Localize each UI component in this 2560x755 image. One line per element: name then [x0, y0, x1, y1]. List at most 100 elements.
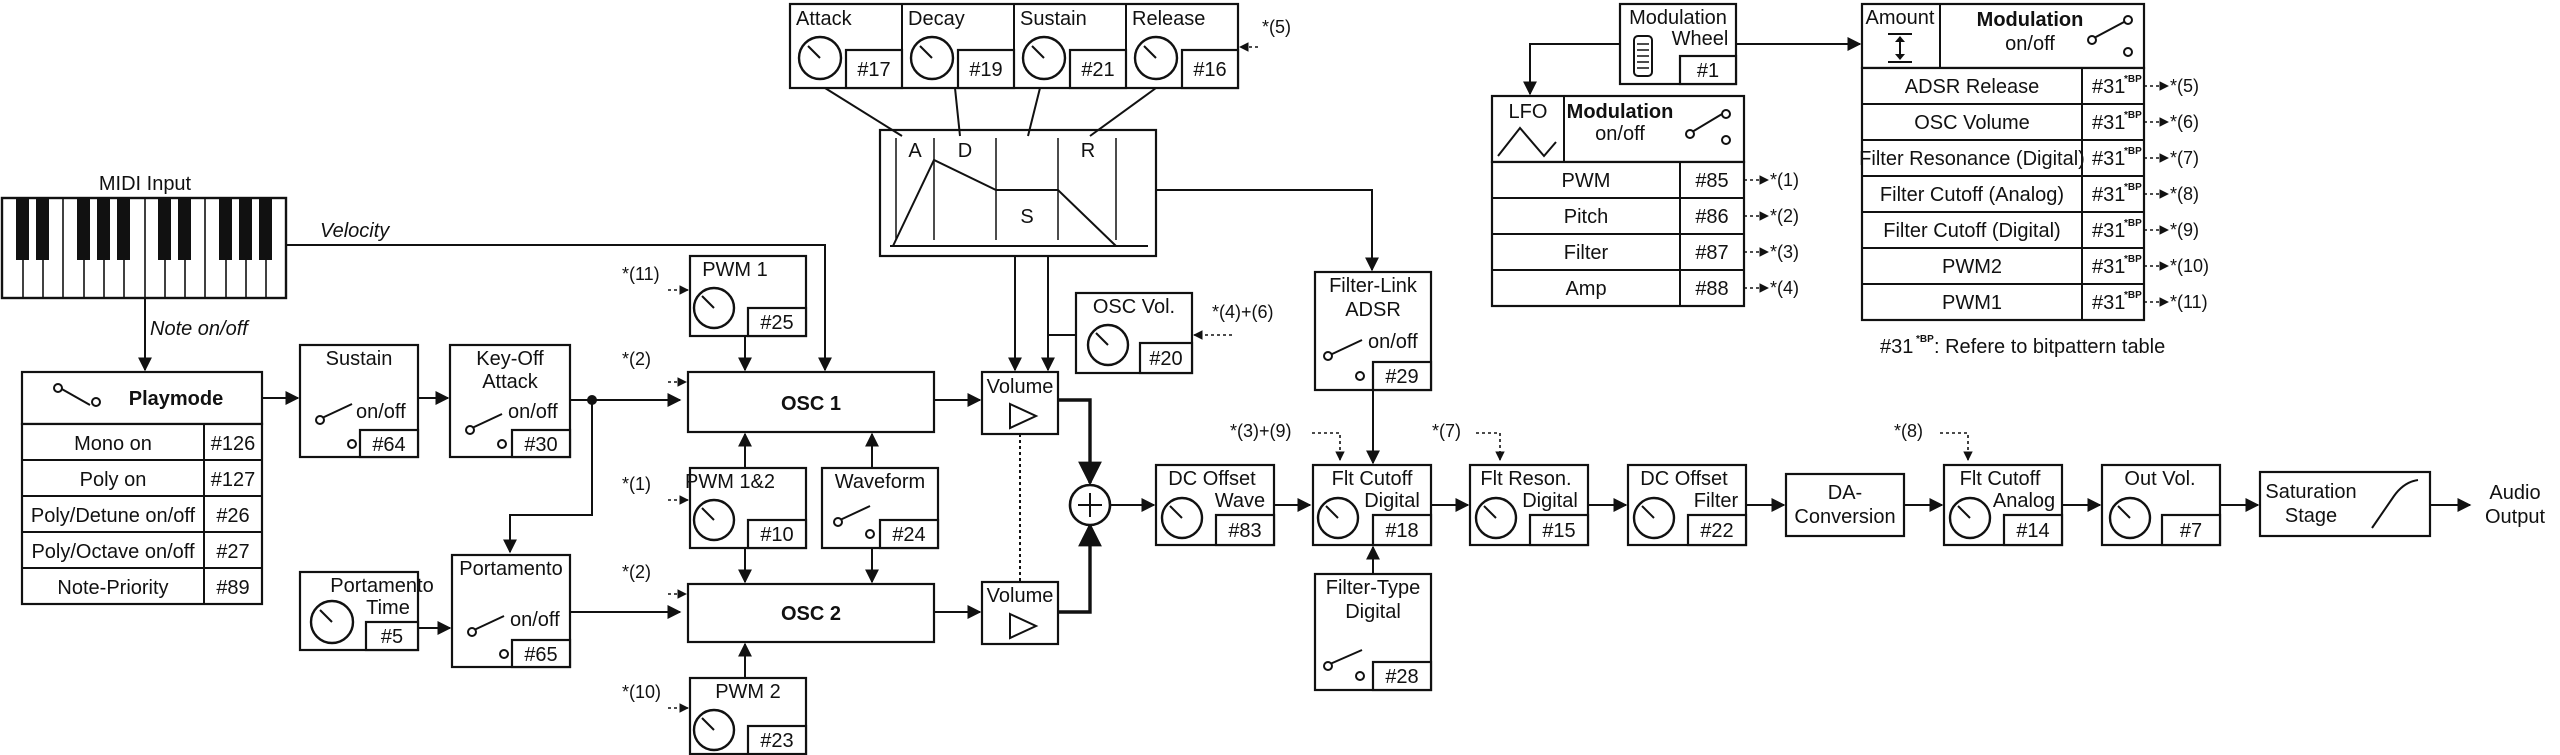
wheel-mod-row[interactable]: Filter Cutoff (Analog) #31 *BP — [1880, 182, 2142, 206]
adsr-graph: A D S R — [824, 87, 1158, 258]
volume-vca-2: Volume — [980, 580, 1060, 646]
svg-text:Digital: Digital — [1345, 601, 1401, 623]
svg-text:DA-: DA- — [1828, 482, 1862, 504]
adsr-r: R — [1081, 140, 1095, 162]
playmode-panel: Playmode Mono on #126 Poly on #127 Poly/… — [20, 370, 264, 606]
adsr-a: A — [908, 140, 922, 162]
playmode-row[interactable]: Poly/Octave on/off #27 — [31, 541, 249, 563]
svg-text:*(10): *(10) — [622, 682, 661, 702]
svg-text:*(4): *(4) — [1770, 278, 1799, 298]
svg-text:Wheel: Wheel — [1672, 28, 1729, 50]
svg-text:#24: #24 — [892, 524, 925, 546]
svg-text:Volume: Volume — [987, 376, 1054, 398]
wheel-mod-row[interactable]: PWM1 #31 *BP — [1942, 290, 2142, 314]
svg-text:Wave: Wave — [1215, 490, 1265, 512]
adsr-s: S — [1020, 206, 1033, 228]
svg-text:#25: #25 — [760, 312, 793, 334]
flt-reson-digital-knob[interactable]: Flt Reson. Digital #15 — [1468, 463, 1590, 547]
svg-text:*(9): *(9) — [2170, 220, 2199, 240]
attack-label: Attack — [796, 8, 853, 30]
playmode-row[interactable]: Mono on #126 — [74, 433, 255, 455]
svg-text:Analog: Analog — [1993, 490, 2055, 512]
playmode-row[interactable]: Poly/Detune on/off #26 — [31, 505, 250, 527]
lfo-row[interactable]: Amp #88 — [1565, 278, 1728, 300]
out-vol-knob[interactable]: Out Vol. #7 — [2100, 463, 2222, 547]
playmode-row[interactable]: Poly on #127 — [80, 469, 256, 491]
svg-text:#15: #15 — [1542, 520, 1575, 542]
wheel-mod-row[interactable]: ADSR Release #31 *BP — [1905, 74, 2142, 98]
keyoff-cc: #30 — [524, 434, 557, 456]
svg-text:*BP: *BP — [1916, 334, 1934, 345]
lfo-row[interactable]: Filter #87 — [1564, 242, 1729, 264]
lfo-row[interactable]: PWM #85 — [1562, 170, 1729, 192]
dc-offset-filter-knob[interactable]: DC Offset Filter #22 — [1626, 463, 1748, 547]
modulation-wheel[interactable]: Modulation Wheel #1 — [1618, 2, 1738, 86]
svg-text:*BP: *BP — [2124, 218, 2142, 229]
wheel-mod-row[interactable]: PWM2 #31 *BP — [1942, 254, 2142, 278]
svg-text:*(1): *(1) — [622, 474, 651, 494]
svg-text:Poly/Detune on/off: Poly/Detune on/off — [31, 505, 196, 527]
sustain-switch[interactable]: Sustain on/off #64 — [298, 343, 420, 459]
lfo-refs: *(1) *(2) *(3) *(4) — [1744, 170, 1799, 298]
pwm1-knob[interactable]: PWM 1 #25 — [688, 254, 808, 338]
audio-output-label: Audio Output — [2485, 482, 2545, 528]
svg-text:#31: #31 — [1880, 336, 1913, 358]
triangle-wave-icon — [1497, 126, 1557, 158]
wheel-mod-row[interactable]: OSC Volume #31 *BP — [1914, 110, 2142, 134]
portamento-switch[interactable]: Portamento on/off #65 — [450, 553, 572, 669]
bitpattern-note: #31 *BP : Refere to bitpattern table — [1880, 334, 2165, 358]
volume-vca-1: Volume — [980, 370, 1060, 436]
svg-text:on/off: on/off — [2005, 33, 2055, 55]
svg-text:Portamento: Portamento — [330, 575, 433, 597]
playmode-row[interactable]: Note-Priority #89 — [57, 577, 249, 599]
svg-text:on/off: on/off — [356, 401, 406, 423]
svg-text:#127: #127 — [211, 469, 256, 491]
svg-text:PWM1: PWM1 — [1942, 292, 2002, 314]
svg-text:#86: #86 — [1695, 206, 1728, 228]
flt-cutoff-digital-knob[interactable]: Flt Cutoff Digital #18 — [1311, 463, 1433, 547]
svg-text:*BP: *BP — [2124, 290, 2142, 301]
sustain-env-cc: #21 — [1081, 59, 1114, 81]
svg-text:Poly on: Poly on — [80, 469, 147, 491]
svg-text:Time: Time — [366, 597, 410, 619]
wheel-mod-row[interactable]: Filter Cutoff (Digital) #31 *BP — [1883, 218, 2142, 242]
filter-type-digital-switch[interactable]: Filter-Type Digital #28 — [1313, 572, 1433, 692]
lfo-label: LFO — [1509, 101, 1548, 123]
lfo-row[interactable]: Pitch #86 — [1564, 206, 1729, 228]
adsr-d: D — [958, 140, 972, 162]
decay-cc: #19 — [969, 59, 1002, 81]
wheel-mod-row[interactable]: Filter Resonance (Digital) #31 *BP — [1859, 146, 2142, 170]
osc2-label: OSC 2 — [781, 603, 841, 625]
svg-text:#28: #28 — [1385, 666, 1418, 688]
svg-text:Volume: Volume — [987, 585, 1054, 607]
pwm2-knob[interactable]: PWM 2 #23 — [688, 676, 808, 755]
dc-offset-wave-knob[interactable]: DC Offset Wave #83 — [1154, 463, 1276, 547]
svg-text:*(1): *(1) — [1770, 170, 1799, 190]
sustain-switch-label: Sustain — [326, 348, 393, 370]
sustain-knob[interactable]: Sustain #21 — [1020, 8, 1128, 90]
release-label: Release — [1132, 8, 1205, 30]
svg-text:#31: #31 — [2092, 184, 2125, 206]
svg-text:*BP: *BP — [2124, 254, 2142, 265]
svg-text:Out Vol.: Out Vol. — [2124, 468, 2195, 490]
decay-knob[interactable]: Decay #19 — [908, 8, 1016, 90]
amount-range-icon — [1888, 33, 1912, 63]
osc-vol-knob[interactable]: OSC Vol. #20 — [1074, 291, 1194, 375]
svg-text:*(2): *(2) — [622, 349, 651, 369]
flt-cutoff-analog-knob[interactable]: Flt Cutoff Analog #14 — [1942, 463, 2064, 547]
svg-text:Output: Output — [2485, 506, 2545, 528]
portamento-time-knob[interactable]: Portamento Time #5 — [298, 570, 434, 652]
release-knob[interactable]: Release #16 — [1132, 8, 1240, 90]
da-conversion-block: DA- Conversion — [1784, 472, 1906, 538]
filter-link-adsr-switch[interactable]: Filter-Link ADSR on/off #29 — [1313, 270, 1433, 392]
waveform-switch[interactable]: Waveform #24 — [820, 466, 940, 550]
pwm12-knob[interactable]: PWM 1&2 #10 — [685, 466, 808, 550]
attack-knob[interactable]: Attack #17 — [796, 8, 904, 90]
svg-text:*(3)+(9): *(3)+(9) — [1230, 421, 1292, 441]
keyoff-attack-switch[interactable]: Key-Off Attack on/off #30 — [448, 343, 572, 459]
svg-text:ADSR Release: ADSR Release — [1905, 76, 2040, 98]
svg-text:#18: #18 — [1385, 520, 1418, 542]
svg-text:OSC Vol.: OSC Vol. — [1093, 296, 1175, 318]
svg-text:Poly/Octave on/off: Poly/Octave on/off — [31, 541, 195, 563]
